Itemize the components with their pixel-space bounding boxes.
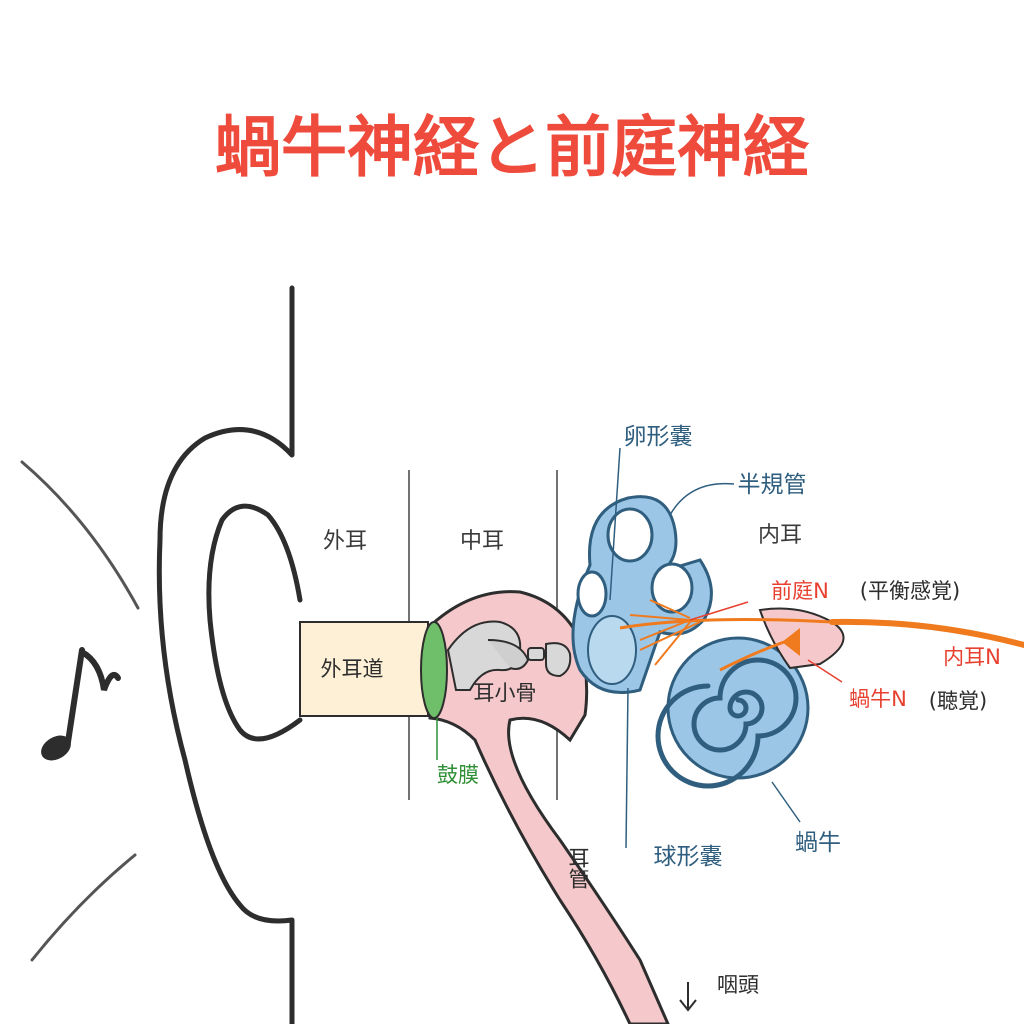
pharynx-label: 咽頭 (717, 973, 759, 997)
cochlear-function-label: (聴覚) (929, 689, 987, 713)
cochlea-label: 蝸牛 (795, 830, 841, 856)
down-arrow-icon (680, 982, 696, 1010)
region-outer-ear-label: 外耳 (323, 529, 367, 554)
inner-ear-nerve-label: 内耳N (943, 645, 1001, 669)
eustachian-tube-label: 耳管 (566, 847, 590, 889)
region-inner-ear-label: 内耳 (758, 523, 802, 548)
eardrum (421, 622, 447, 718)
ossicles-label: 耳小骨 (474, 681, 537, 705)
vestibular-function-label: (平衡感覚) (860, 579, 960, 603)
semicircular-canals-label: 半規管 (738, 472, 807, 498)
pinna (159, 288, 300, 1024)
eardrum-label: 鼓膜 (437, 763, 479, 787)
sound-waves (22, 462, 138, 960)
cochlear-nerve-label: 蝸牛N (849, 687, 907, 711)
diagram-title: 蝸牛神経と前庭神経 (215, 109, 810, 186)
music-note-icon (37, 650, 118, 766)
saccule-label: 球形嚢 (654, 844, 723, 870)
utricle-label: 卵形嚢 (624, 424, 693, 450)
ear-canal-label: 外耳道 (321, 657, 384, 681)
vestibular-nerve-label: 前庭N (771, 579, 829, 603)
region-middle-ear-label: 中耳 (460, 529, 504, 554)
